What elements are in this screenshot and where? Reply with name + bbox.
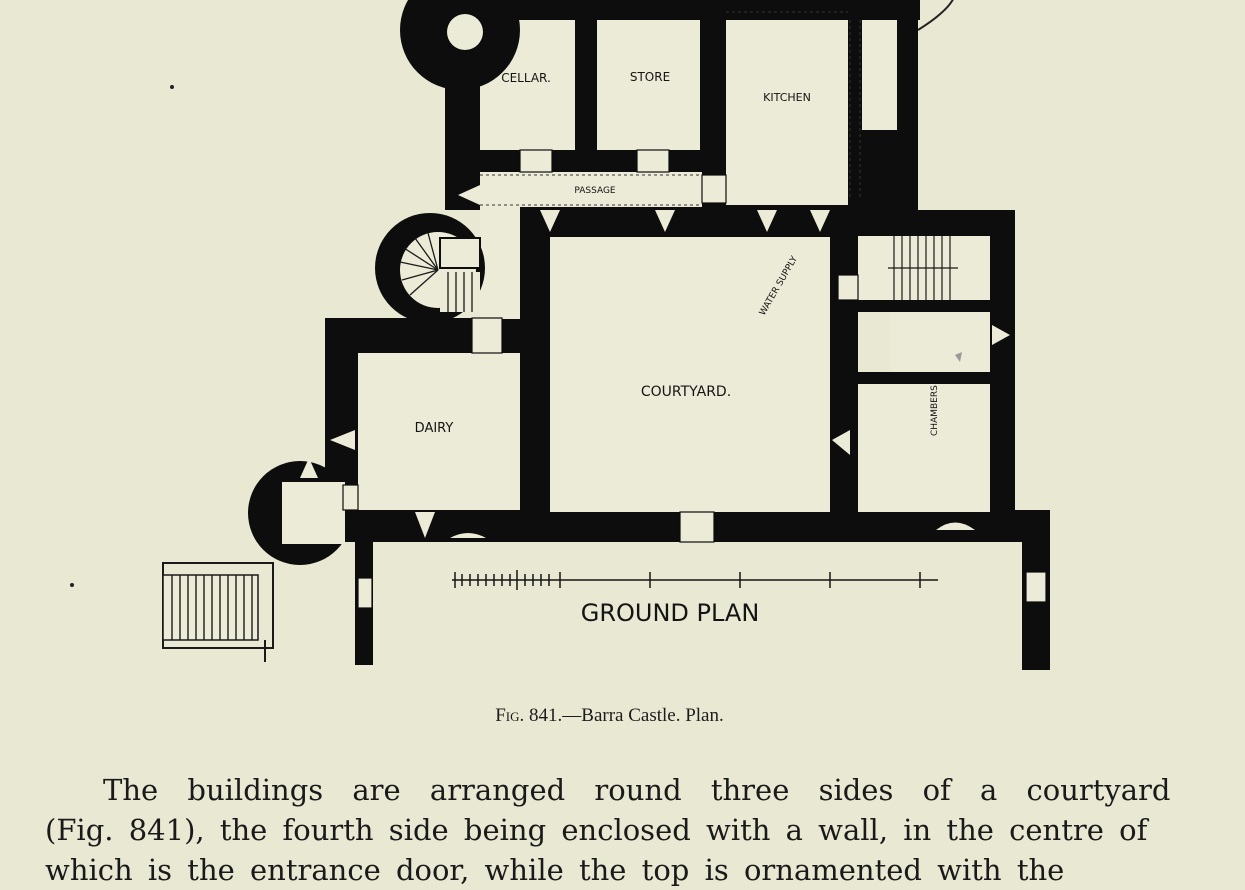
body-line: The buildings are arranged round three s…	[103, 773, 1171, 807]
room-label-dairy: DAIRY	[415, 421, 454, 436]
plan-walls	[325, 0, 1050, 670]
caption-number: 841.	[529, 705, 563, 726]
room-label-chambers: CHAMBERS	[930, 385, 940, 436]
body-line: (Fig. 841), the fourth side being enclos…	[45, 813, 1148, 847]
body-paragraph: The buildings are arranged round three s…	[45, 770, 1245, 890]
room-label-passage: PASSAGE	[574, 186, 616, 196]
room-label-kitchen: KITCHEN	[763, 91, 811, 104]
figure-caption: Fig. 841.—Barra Castle. Plan.	[0, 705, 1219, 727]
body-line: which is the entrance door, while the to…	[45, 853, 1065, 887]
caption-label: Fig.	[495, 705, 525, 726]
room-label-cellar: CELLAR.	[501, 71, 551, 85]
room-label-store: STORE	[630, 70, 670, 84]
barra-castle-ground-plan: CELLAR. STORE KITCHEN PASSAGE WATER SUPP…	[70, 0, 1050, 670]
scale-bar	[452, 570, 938, 590]
room-label-courtyard: COURTYARD.	[641, 384, 731, 400]
plan-title: GROUND PLAN	[581, 599, 760, 627]
plan-rooms	[358, 20, 990, 512]
caption-text: —Barra Castle. Plan.	[562, 705, 724, 726]
